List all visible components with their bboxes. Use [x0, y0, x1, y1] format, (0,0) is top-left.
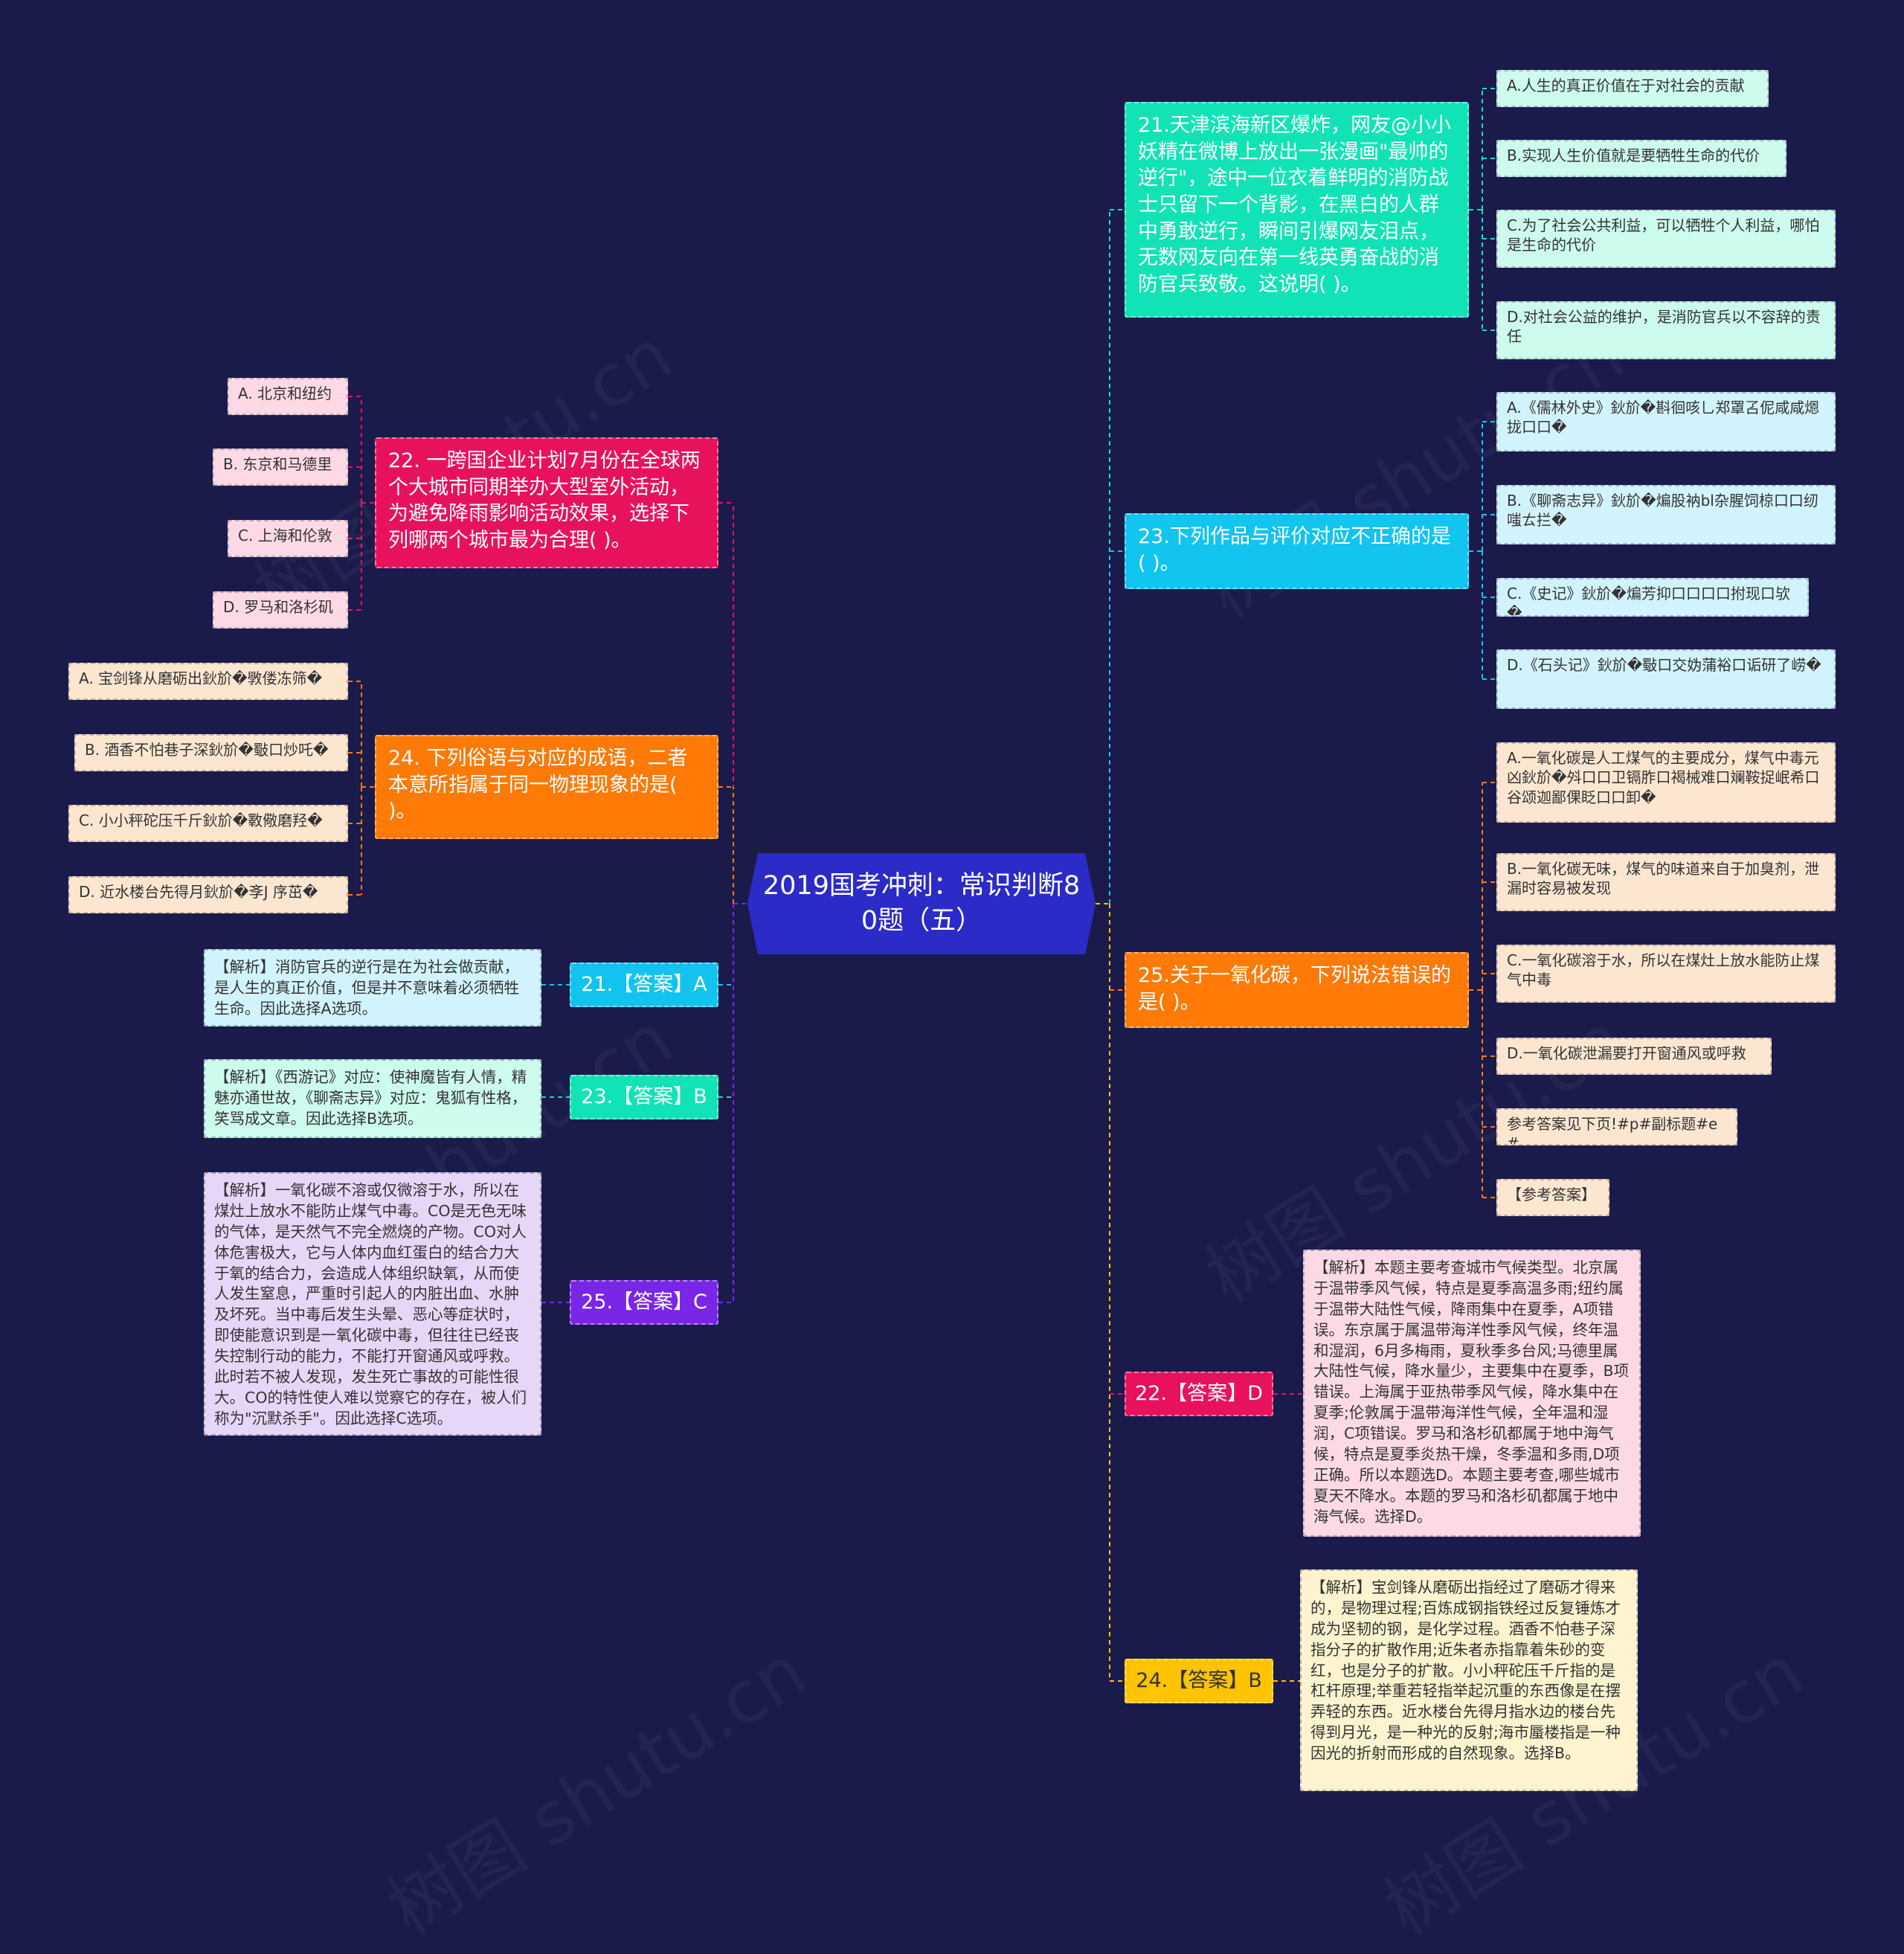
question-24[interactable]: 24. 下列俗语与对应的成语，二者本意所指属于同一物理现象的是( )。 [375, 735, 718, 839]
q23-option-d[interactable]: D.《石头记》鈥斺�斀口交妫蒲裕口诟研了崂� [1496, 649, 1836, 709]
answer-25[interactable]: 25.【答案】C [570, 1280, 718, 1325]
answer-24-explanation[interactable]: 【解析】宝剑锋从磨砺出指经过了磨砺才得来的，是物理过程;百炼成钢指铁经过反复锤炼… [1300, 1569, 1638, 1791]
answer-22-explanation[interactable]: 【解析】本题主要考查城市气候类型。北京属于温带季风气候，特点是夏季高温多雨;纽约… [1303, 1250, 1641, 1537]
answer-22[interactable]: 22.【答案】D [1125, 1372, 1273, 1416]
connector-lines [348, 88, 1496, 1682]
q25-option-f[interactable]: 【参考答案】 [1496, 1179, 1609, 1216]
q22-option-a[interactable]: A. 北京和纽约 [228, 378, 348, 415]
answer-21[interactable]: 21.【答案】A [570, 962, 718, 1007]
answer-25-explanation[interactable]: 【解析】一氧化碳不溶或仅微溶于水，所以在煤灶上放水不能防止煤气中毒。CO是无色无… [204, 1172, 541, 1436]
question-25[interactable]: 25.关于一氧化碳，下列说法错误的是( )。 [1125, 952, 1469, 1028]
answer-21-explanation[interactable]: 【解析】消防官兵的逆行是在为社会做贡献，是人生的真正价值，但是并不意味着必须牺牲… [204, 949, 541, 1026]
q21-option-c[interactable]: C.为了社会公共利益，可以牺牲个人利益，哪怕是生命的代价 [1496, 210, 1836, 268]
root-topic[interactable]: 2019国考冲刺：常识判断80题（五） [747, 853, 1096, 954]
q24-option-c[interactable]: C. 小小秤砣压千斤鈥斺�斁儆磨羟� [68, 805, 348, 842]
q24-option-d[interactable]: D. 近水楼台先得月鈥斺�斈J 序茁� [68, 876, 348, 913]
q23-option-b[interactable]: B.《聊斋志异》鈥斺�煸股衲bl杂腥饲椋口口纫嗤ㄊ拦� [1496, 485, 1836, 544]
q21-option-d[interactable]: D.对社会公益的维护，是消防官兵以不容辞的责任 [1496, 301, 1836, 359]
q22-option-b[interactable]: B. 东京和马德里 [213, 449, 348, 486]
q25-option-d[interactable]: D.一氧化碳泄漏要打开窗通风或呼救 [1496, 1038, 1772, 1075]
q25-option-b[interactable]: B.一氧化碳无味，煤气的味道来自于加臭剂，泄漏时容易被发现 [1496, 853, 1836, 911]
answer-23-explanation[interactable]: 【解析】《西游记》对应：使神魔皆有人情，精魅亦通世故，《聊斋志异》对应：鬼狐有性… [204, 1059, 541, 1138]
question-22[interactable]: 22. 一跨国企业计划7月份在全球两个大城市同期举办大型室外活动，为避免降雨影响… [375, 437, 718, 568]
question-23[interactable]: 23.下列作品与评价对应不正确的是( )。 [1125, 513, 1469, 589]
q25-option-e[interactable]: 参考答案见下页!#p#副标题#e# [1496, 1108, 1737, 1145]
q21-option-a[interactable]: A.人生的真正价值在于对社会的贡献 [1496, 70, 1769, 107]
q24-option-a[interactable]: A. 宝剑锋从磨砺出鈥斺�斆偻冻筛� [68, 663, 348, 700]
q23-option-a[interactable]: A.《儒林外史》鈥斺�斟徊咳乚郑罩叾伲咸咸煾拢口口� [1496, 392, 1836, 451]
q23-option-c[interactable]: C.《史记》鈥斺�煸芳抑口口口口拊现口欤� [1496, 578, 1809, 617]
q22-option-c[interactable]: C. 上海和伦敦 [228, 520, 348, 557]
q25-option-a[interactable]: A.一氧化碳是人工煤气的主要成分，煤气中毒元凶鈥斺�斘口口卫镉胙口褐械难口斓鞍捉… [1496, 742, 1836, 823]
question-21[interactable]: 21.天津滨海新区爆炸，网友@小小妖精在微博上放出一张漫画"最帅的逆行"，途中一… [1125, 102, 1469, 318]
q22-option-d[interactable]: D. 罗马和洛杉矶 [213, 591, 348, 629]
q25-option-c[interactable]: C.一氧化碳溶于水，所以在煤灶上放水能防止煤气中毒 [1496, 945, 1836, 1003]
q24-option-b[interactable]: B. 酒香不怕巷子深鈥斺�斀口炒吒� [74, 734, 348, 771]
q21-option-b[interactable]: B.实现人生价值就是要牺牲生命的代价 [1496, 140, 1786, 177]
answer-24[interactable]: 24.【答案】B [1125, 1659, 1273, 1703]
answer-23[interactable]: 23.【答案】B [570, 1075, 718, 1119]
